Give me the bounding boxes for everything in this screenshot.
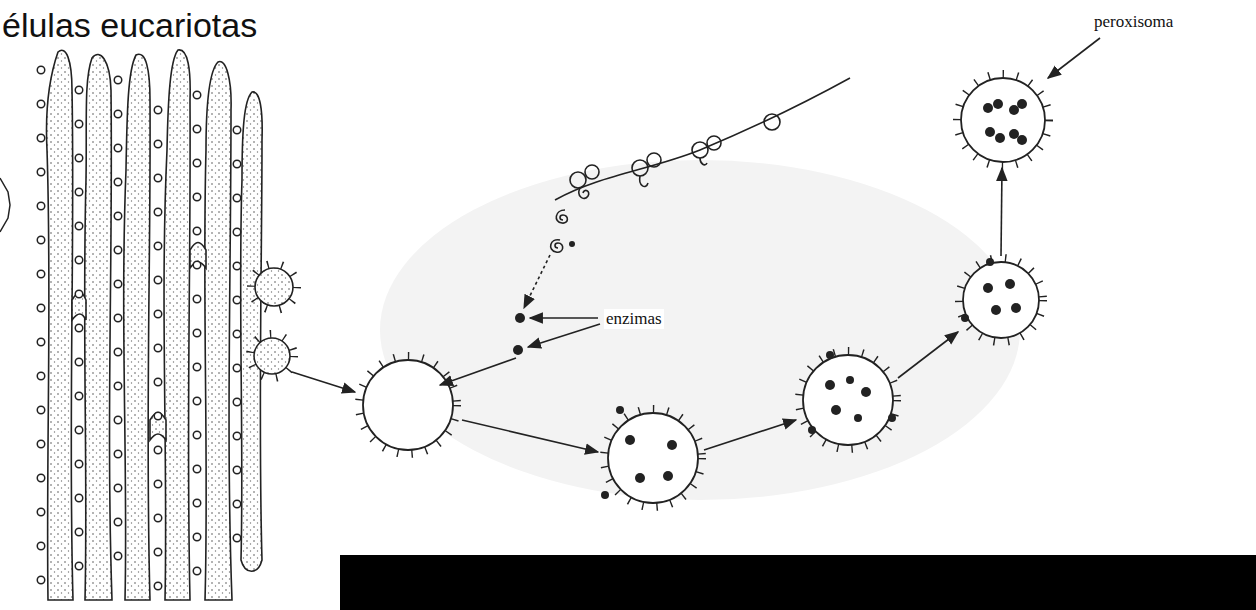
process-arrows [292,38,1100,452]
edge-shape [0,178,10,232]
polysome [551,78,850,252]
black-bar [340,555,1256,610]
background-shade [380,160,1020,500]
vesicles [363,78,1045,503]
figure-title: élulas eucariotas [2,6,257,45]
membrane-spikes [250,74,1049,507]
enzyme-label: enzimas [604,309,664,329]
endoplasmic-reticulum [47,50,293,600]
peroxisome-label: peroxisoma [1092,12,1175,32]
ribosomes [41,70,237,590]
enzyme-dots [601,99,1027,499]
free-enzymes [513,241,575,355]
